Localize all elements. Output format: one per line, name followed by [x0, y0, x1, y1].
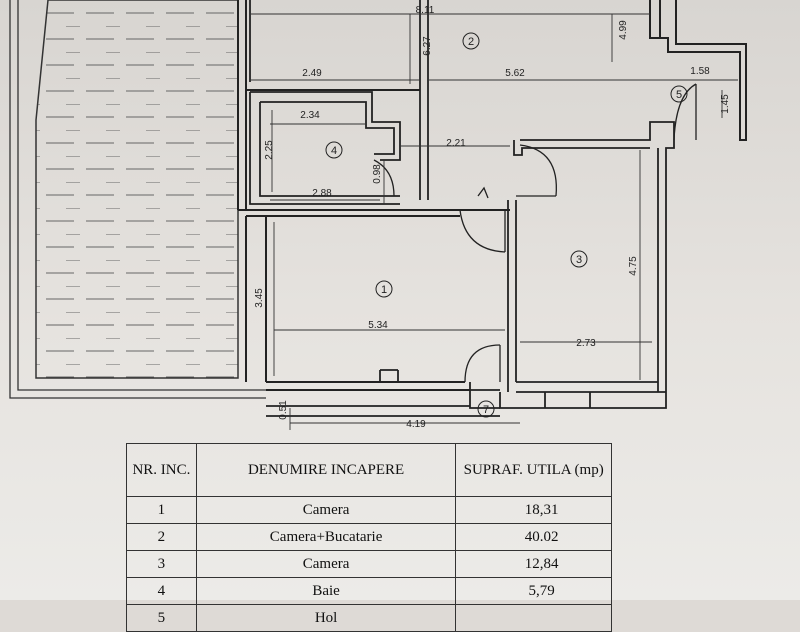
row-nr: 4 [126, 577, 197, 605]
dim-2-88: 2.88 [312, 188, 332, 199]
room-marker-4: 4 [325, 141, 343, 159]
row-name: Baie [195, 577, 457, 605]
rooms-table: NR. INC. DENUMIRE INCAPERE SUPRAF. UTILA… [126, 443, 612, 632]
row-area [455, 604, 612, 632]
table-header-row: NR. INC. DENUMIRE INCAPERE SUPRAF. UTILA… [126, 443, 612, 497]
header-area: SUPRAF. UTILA (mp) [455, 443, 612, 497]
row-name: Camera [195, 496, 457, 524]
room-marker-1: 1 [375, 280, 393, 298]
room-marker-7: 7 [477, 400, 495, 418]
floor-plan-drawing: 8.11 6.27 4.99 2.49 5.62 1.58 1.45 2.34 … [9, 0, 747, 430]
room-markers: 2 5 4 1 3 7 [325, 32, 688, 418]
table-row: 2 Camera+Bucatarie 40.02 [126, 523, 612, 551]
dim-3-45: 3.45 [254, 288, 265, 308]
svg-text:7: 7 [483, 404, 489, 416]
dim-2-73: 2.73 [576, 338, 596, 349]
row-area: 5,79 [455, 577, 612, 605]
row-area: 18,31 [455, 496, 612, 524]
dimension-lines [250, 13, 738, 430]
row-area: 40.02 [455, 523, 612, 551]
row-area: 12,84 [455, 550, 612, 578]
table-row: 5 Hol [126, 604, 612, 632]
door-swings [373, 83, 697, 383]
interior-walls [249, 0, 675, 417]
dim-2-25: 2.25 [264, 140, 275, 160]
dim-1-58: 1.58 [690, 66, 710, 77]
table-row: 4 Baie 5,79 [126, 577, 612, 605]
table-row: 3 Camera 12,84 [126, 550, 612, 578]
table-row: 1 Camera 18,31 [126, 496, 612, 524]
dim-1-45: 1.45 [720, 94, 731, 114]
row-nr: 2 [126, 523, 197, 551]
scribble-mark [477, 186, 489, 199]
rooms-table-wrap: NR. INC. DENUMIRE INCAPERE SUPRAF. UTILA… [126, 443, 612, 632]
dim-6-27: 6.27 [422, 36, 433, 56]
row-name: Camera+Bucatarie [195, 523, 457, 551]
svg-text:3: 3 [576, 254, 582, 266]
dim-2-34: 2.34 [300, 110, 320, 121]
svg-text:2: 2 [468, 36, 474, 48]
room-marker-5: 5 [670, 85, 688, 103]
dim-0-98: 0.98 [372, 164, 383, 184]
row-nr: 5 [126, 604, 197, 632]
dim-8-11: 8.11 [416, 5, 435, 16]
room-marker-2: 2 [462, 32, 480, 50]
row-name: Camera [195, 550, 457, 578]
svg-text:4: 4 [331, 145, 337, 157]
row-name: Hol [195, 604, 457, 632]
dim-5-34: 5.34 [368, 320, 388, 331]
dim-0-51: 0.51 [278, 400, 289, 420]
row-nr: 3 [126, 550, 197, 578]
svg-text:1: 1 [381, 284, 387, 296]
dim-2-21: 2.21 [446, 138, 466, 149]
room-marker-3: 3 [570, 250, 588, 268]
exterior-walls [237, 0, 747, 391]
dimension-labels: 8.11 6.27 4.99 2.49 5.62 1.58 1.45 2.34 … [254, 5, 731, 430]
dim-2-49: 2.49 [302, 68, 322, 79]
dim-4-75: 4.75 [628, 256, 639, 276]
header-nr: NR. INC. [126, 443, 197, 497]
svg-text:5: 5 [676, 89, 682, 101]
header-name: DENUMIRE INCAPERE [195, 443, 457, 497]
terrace-area [9, 0, 266, 399]
row-nr: 1 [126, 496, 197, 524]
dim-4-99: 4.99 [618, 20, 629, 40]
dim-4-19: 4.19 [406, 419, 426, 430]
dim-5-62: 5.62 [505, 68, 525, 79]
